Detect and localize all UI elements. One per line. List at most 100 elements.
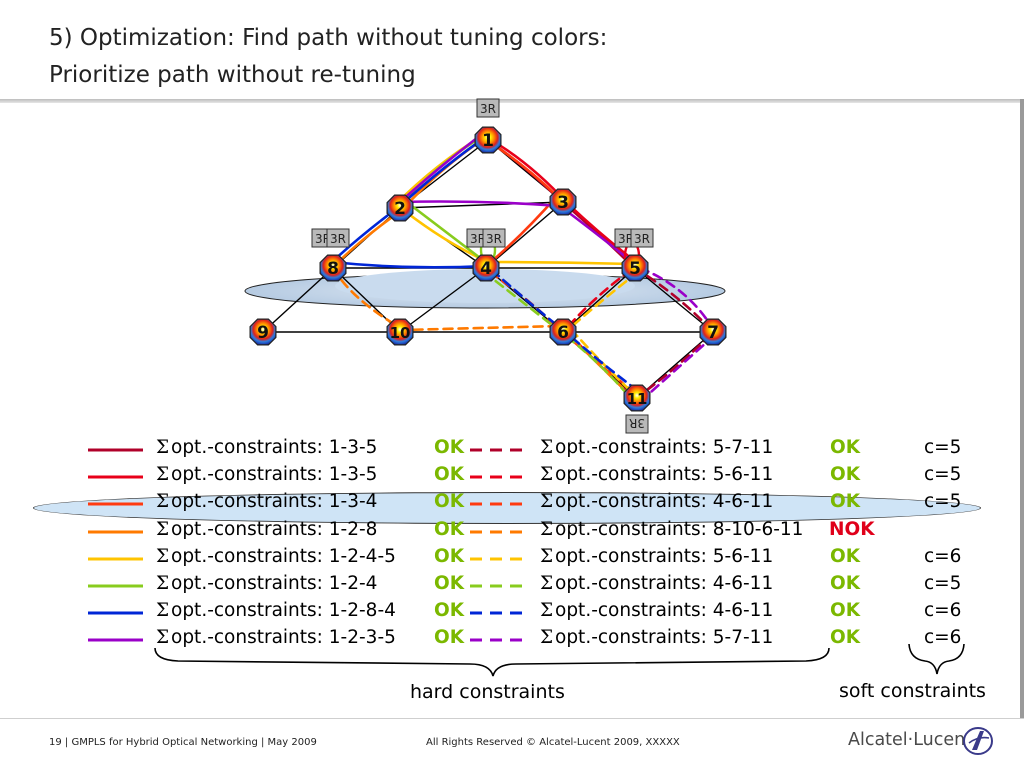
regenerator-tag: 3R xyxy=(476,98,500,118)
sigma-symbol: Σ xyxy=(540,600,554,622)
lightpath-path8-soft xyxy=(638,266,718,402)
node-8: 8 xyxy=(319,254,347,282)
slide-edge-marker xyxy=(1020,99,1024,719)
node-1: 1 xyxy=(474,126,502,154)
node-label: 6 xyxy=(557,323,569,343)
link-8-9 xyxy=(262,267,334,333)
link-5-7 xyxy=(634,267,714,333)
hard-constraint-text: opt.-constraints: 1-3-4 xyxy=(171,491,378,513)
cost-value: c=6 xyxy=(924,545,962,567)
sigma-symbol: Σ xyxy=(540,573,554,594)
solid-legend-line xyxy=(88,638,143,642)
hard-constraints-label: hard constraints xyxy=(410,681,565,703)
hard-constraint-text: opt.-constraints: 1-2-8-4 xyxy=(171,600,396,622)
regenerator-tag: 3R xyxy=(482,228,506,248)
regenerator-tag: 3R xyxy=(630,228,654,248)
sigma-symbol: Σ xyxy=(156,464,170,486)
sigma-symbol: Σ xyxy=(156,437,170,458)
hard-constraint-text: opt.-constraints: 1-3-5 xyxy=(171,464,378,486)
svg-text:3R: 3R xyxy=(486,232,502,246)
soft-status: OK xyxy=(830,491,861,513)
soft-constraint-text: opt.-constraints: 4-6-11 xyxy=(555,491,774,513)
node-label: 4 xyxy=(480,259,492,279)
soft-constraint-text: opt.-constraints: 8-10-6-11 xyxy=(555,518,804,540)
node-label: 2 xyxy=(394,199,406,219)
hard-status: OK xyxy=(434,627,465,649)
soft-status: NOK xyxy=(829,518,875,540)
dashed-legend-line xyxy=(470,638,528,642)
dashed-legend-line xyxy=(470,475,528,479)
selected-row-highlight xyxy=(33,492,981,524)
slide-subtitle: Prioritize path without re-tuning xyxy=(49,62,416,88)
sigma-symbol: Σ xyxy=(540,518,554,540)
sigma-symbol: Σ xyxy=(540,627,554,649)
hard-status: OK xyxy=(434,600,465,622)
cost-value: c=6 xyxy=(924,627,962,649)
cost-value: c=5 xyxy=(924,437,962,458)
company-logo-icon xyxy=(963,727,993,755)
soft-constraint-text: opt.-constraints: 5-7-11 xyxy=(555,627,774,649)
solid-legend-line xyxy=(88,530,143,534)
sigma-symbol: Σ xyxy=(540,491,554,513)
solid-legend-line xyxy=(88,584,143,588)
dashed-legend-line xyxy=(470,530,528,534)
lightpath-path4-soft xyxy=(331,266,633,398)
soft-status: OK xyxy=(830,464,861,486)
solid-legend-line xyxy=(88,448,143,452)
soft-constraints-label: soft constraints xyxy=(839,680,986,702)
sigma-symbol: Σ xyxy=(540,437,554,458)
svg-text:3R: 3R xyxy=(634,232,650,246)
solid-legend-line xyxy=(88,557,143,561)
soft-status: OK xyxy=(830,545,861,567)
svg-text:3R: 3R xyxy=(330,232,346,246)
regenerator-tag: 3R xyxy=(625,414,649,434)
soft-status: OK xyxy=(830,437,861,458)
link-4-10 xyxy=(399,267,487,333)
hard-constraint-text: opt.-constraints: 1-2-3-5 xyxy=(171,627,396,649)
sigma-symbol: Σ xyxy=(540,545,554,567)
node-7: 7 xyxy=(699,318,727,346)
solid-legend-line xyxy=(88,502,143,506)
dashed-legend-line xyxy=(470,448,528,452)
link-5-6 xyxy=(562,267,636,333)
footer-page-info: 19 | GMPLS for Hybrid Optical Networking… xyxy=(49,737,317,748)
link-2-3 xyxy=(399,201,564,209)
soft-constraint-text: opt.-constraints: 4-6-11 xyxy=(555,600,774,622)
soft-status: OK xyxy=(830,600,861,622)
soft-status: OK xyxy=(830,627,861,649)
node-label: 3 xyxy=(557,193,569,213)
hard-status: OK xyxy=(434,491,465,513)
regenerator-tag: 3R xyxy=(326,228,350,248)
hard-constraint-text: opt.-constraints: 1-2-4-5 xyxy=(171,545,396,567)
soft-constraint-text: opt.-constraints: 5-7-11 xyxy=(555,437,774,458)
node-label: 8 xyxy=(327,259,339,279)
cost-value: c=5 xyxy=(924,573,962,594)
hard-status: OK xyxy=(434,464,465,486)
dashed-legend-line xyxy=(470,584,528,588)
title-divider xyxy=(0,99,1024,103)
node-label: 1 xyxy=(482,131,494,151)
node-3: 3 xyxy=(549,188,577,216)
hard-status: OK xyxy=(434,518,465,540)
node-label: 9 xyxy=(257,323,269,343)
hard-constraint-text: opt.-constraints: 1-3-5 xyxy=(171,437,378,458)
sigma-symbol: Σ xyxy=(156,491,170,513)
node-label: 7 xyxy=(707,323,719,343)
node-11: 11 xyxy=(623,384,651,412)
node-2: 2 xyxy=(386,194,414,222)
svg-text:3R: 3R xyxy=(618,232,634,246)
lightpath-path1-soft xyxy=(633,266,715,398)
hard-status: OK xyxy=(434,437,465,458)
company-logo-text: Alcatel·Lucent xyxy=(848,730,973,750)
slide-title: 5) Optimization: Find path without tunin… xyxy=(49,25,608,51)
soft-constraint-text: opt.-constraints: 5-6-11 xyxy=(555,464,774,486)
cost-value: c=5 xyxy=(924,464,962,486)
lightpath-path5-hard xyxy=(394,134,634,266)
